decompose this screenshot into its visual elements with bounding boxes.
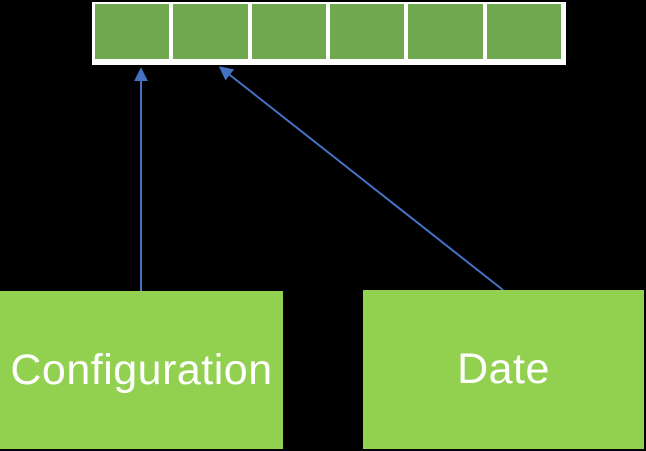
bar-cell	[251, 4, 326, 59]
configuration-box: Configuration	[0, 291, 283, 449]
date-box: Date	[363, 290, 644, 449]
bar-cell	[95, 4, 170, 59]
date-arrow-icon	[218, 66, 504, 291]
bar-cell	[408, 4, 483, 59]
configuration-label: Configuration	[10, 345, 273, 394]
date-label: Date	[457, 345, 550, 393]
bar-cell	[486, 4, 561, 59]
bar-cell	[329, 4, 405, 59]
bar-cell	[173, 4, 248, 59]
segmented-bar	[92, 2, 566, 65]
